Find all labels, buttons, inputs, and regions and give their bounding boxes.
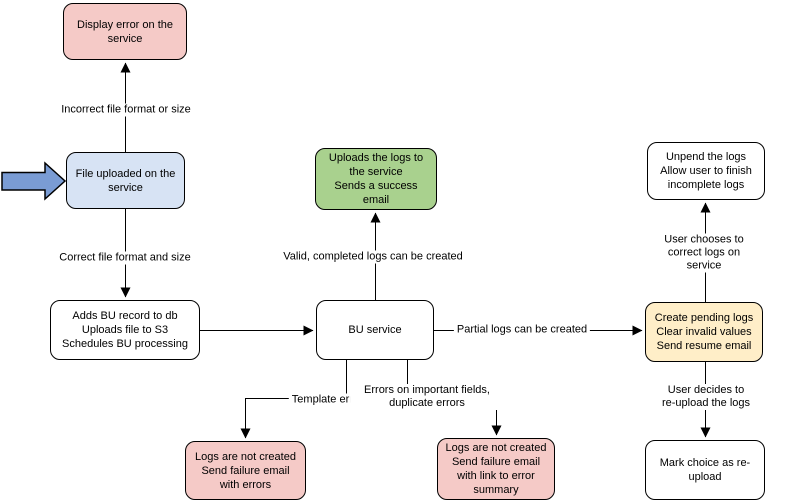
- node-logs-not-created-summary: Logs are not created Send failure email …: [437, 438, 555, 500]
- edge-label-partial-logs: Partial logs can be created: [453, 323, 591, 337]
- edge-label-valid-completed-logs: Valid, completed logs can be created: [280, 250, 466, 264]
- node-display-error: Display error on the service: [63, 3, 187, 60]
- edge-label-user-corrects-logs: User chooses to correct logs on service: [655, 233, 753, 273]
- edge-label-correct-file-format: Correct file format and size: [56, 251, 194, 265]
- node-unpend-logs: Unpend the logs Allow user to finish inc…: [647, 142, 765, 200]
- node-adds-bu-record: Adds BU record to db Uploads file to S3 …: [50, 300, 200, 360]
- node-file-uploaded: File uploaded on the service: [66, 152, 185, 209]
- edge-label-incorrect-file-format: Incorrect file format or size: [58, 103, 194, 117]
- edge-label-important-field-errors: Errors on important fields, duplicate er…: [350, 384, 504, 410]
- node-uploads-logs: Uploads the logs to the service Sends a …: [315, 148, 437, 210]
- edge-label-user-reuploads-logs: User decides to re-upload the logs: [658, 384, 754, 410]
- input-arrow-icon: [1, 161, 67, 201]
- node-create-pending-logs: Create pending logs Clear invalid values…: [645, 302, 763, 362]
- node-mark-reupload: Mark choice as re- upload: [645, 440, 765, 500]
- node-logs-not-created-errors: Logs are not created Send failure email …: [185, 441, 306, 500]
- node-bu-service: BU service: [316, 300, 434, 360]
